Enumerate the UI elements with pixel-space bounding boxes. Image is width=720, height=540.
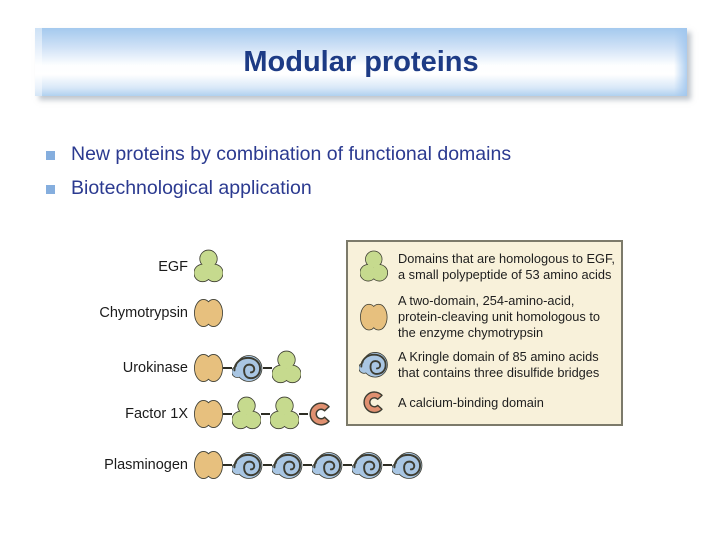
chymotrypsin-domain-icon bbox=[194, 354, 223, 382]
kringle-domain-icon bbox=[232, 354, 263, 382]
egf-domain-icon bbox=[360, 250, 388, 282]
connector-line bbox=[303, 463, 312, 467]
connector-line bbox=[223, 412, 232, 416]
slide-title: Modular proteins bbox=[243, 45, 479, 78]
legend-item-egf: Domains that are homologous to EGF, a sm… bbox=[358, 250, 615, 284]
egf-domain-icon bbox=[232, 396, 261, 430]
connector-line bbox=[263, 463, 272, 467]
chymotrypsin-domain-icon bbox=[360, 303, 388, 330]
legend-icon-wrap bbox=[358, 389, 390, 416]
bullet-marker-icon bbox=[46, 151, 55, 160]
diagram-row-plasminogen: Plasminogen bbox=[40, 445, 423, 485]
legend-icon-wrap bbox=[358, 300, 390, 334]
legend-item-kringle: A Kringle domain of 85 amino acids that … bbox=[358, 349, 613, 381]
diagram-row-label: Urokinase bbox=[122, 360, 188, 376]
kringle-domain-icon bbox=[232, 451, 263, 479]
diagram-row-factor-1x: Factor 1X bbox=[40, 394, 334, 434]
kringle-domain-icon bbox=[359, 352, 389, 378]
diagram-row-label: Factor 1X bbox=[125, 406, 188, 422]
kringle-domain-icon bbox=[392, 451, 423, 479]
legend-item-text: A two-domain, 254-amino-acid, protein-cl… bbox=[398, 292, 601, 340]
chymotrypsin-domain-icon bbox=[194, 400, 223, 428]
legend-icon-wrap bbox=[358, 351, 390, 379]
connector-line bbox=[223, 463, 232, 467]
diagram-row-label: Chymotrypsin bbox=[99, 305, 188, 321]
connector-line bbox=[223, 366, 232, 370]
bullet-text: New proteins by combination of functiona… bbox=[71, 143, 512, 165]
connector-line bbox=[343, 463, 352, 467]
bullet-list: New proteins by combination of functiona… bbox=[46, 143, 511, 211]
legend-box: Domains that are homologous to EGF, a sm… bbox=[346, 240, 623, 426]
connector-line bbox=[383, 463, 392, 467]
connector-line bbox=[299, 412, 308, 416]
connector-line bbox=[263, 366, 272, 370]
chymotrypsin-domain-icon bbox=[194, 299, 223, 327]
egf-domain-icon bbox=[270, 396, 299, 430]
legend-item-text: Domains that are homologous to EGF, a sm… bbox=[398, 251, 615, 283]
kringle-domain-icon bbox=[352, 451, 383, 479]
bullet-item: Biotechnological application bbox=[46, 177, 511, 200]
legend-item-text: A Kringle domain of 85 amino acids that … bbox=[398, 349, 600, 380]
diagram-row-label: Plasminogen bbox=[104, 457, 188, 473]
bullet-text: Biotechnological application bbox=[71, 177, 312, 199]
calcium-domain-icon bbox=[363, 391, 383, 414]
legend-item-text: A calcium-binding domain bbox=[398, 394, 544, 410]
title-bar: Modular proteins bbox=[35, 28, 687, 96]
diagram-row-egf: EGF bbox=[40, 247, 223, 287]
diagram-row-label: EGF bbox=[158, 259, 188, 275]
diagram-row-chymotrypsin: Chymotrypsin bbox=[40, 293, 223, 333]
egf-domain-icon bbox=[272, 350, 301, 384]
connector-line bbox=[261, 412, 270, 416]
bullet-marker-icon bbox=[46, 185, 55, 194]
kringle-domain-icon bbox=[312, 451, 343, 479]
bullet-item: New proteins by combination of functiona… bbox=[46, 143, 511, 166]
egf-domain-icon bbox=[194, 249, 223, 283]
chymotrypsin-domain-icon bbox=[194, 451, 223, 479]
legend-item-chymotrypsin: A two-domain, 254-amino-acid, protein-cl… bbox=[358, 293, 613, 341]
diagram-row-urokinase: Urokinase bbox=[40, 348, 301, 388]
kringle-domain-icon bbox=[272, 451, 303, 479]
legend-item-calcium: A calcium-binding domain bbox=[358, 389, 613, 416]
calcium-domain-icon bbox=[309, 402, 330, 426]
legend-icon-wrap bbox=[358, 250, 390, 284]
